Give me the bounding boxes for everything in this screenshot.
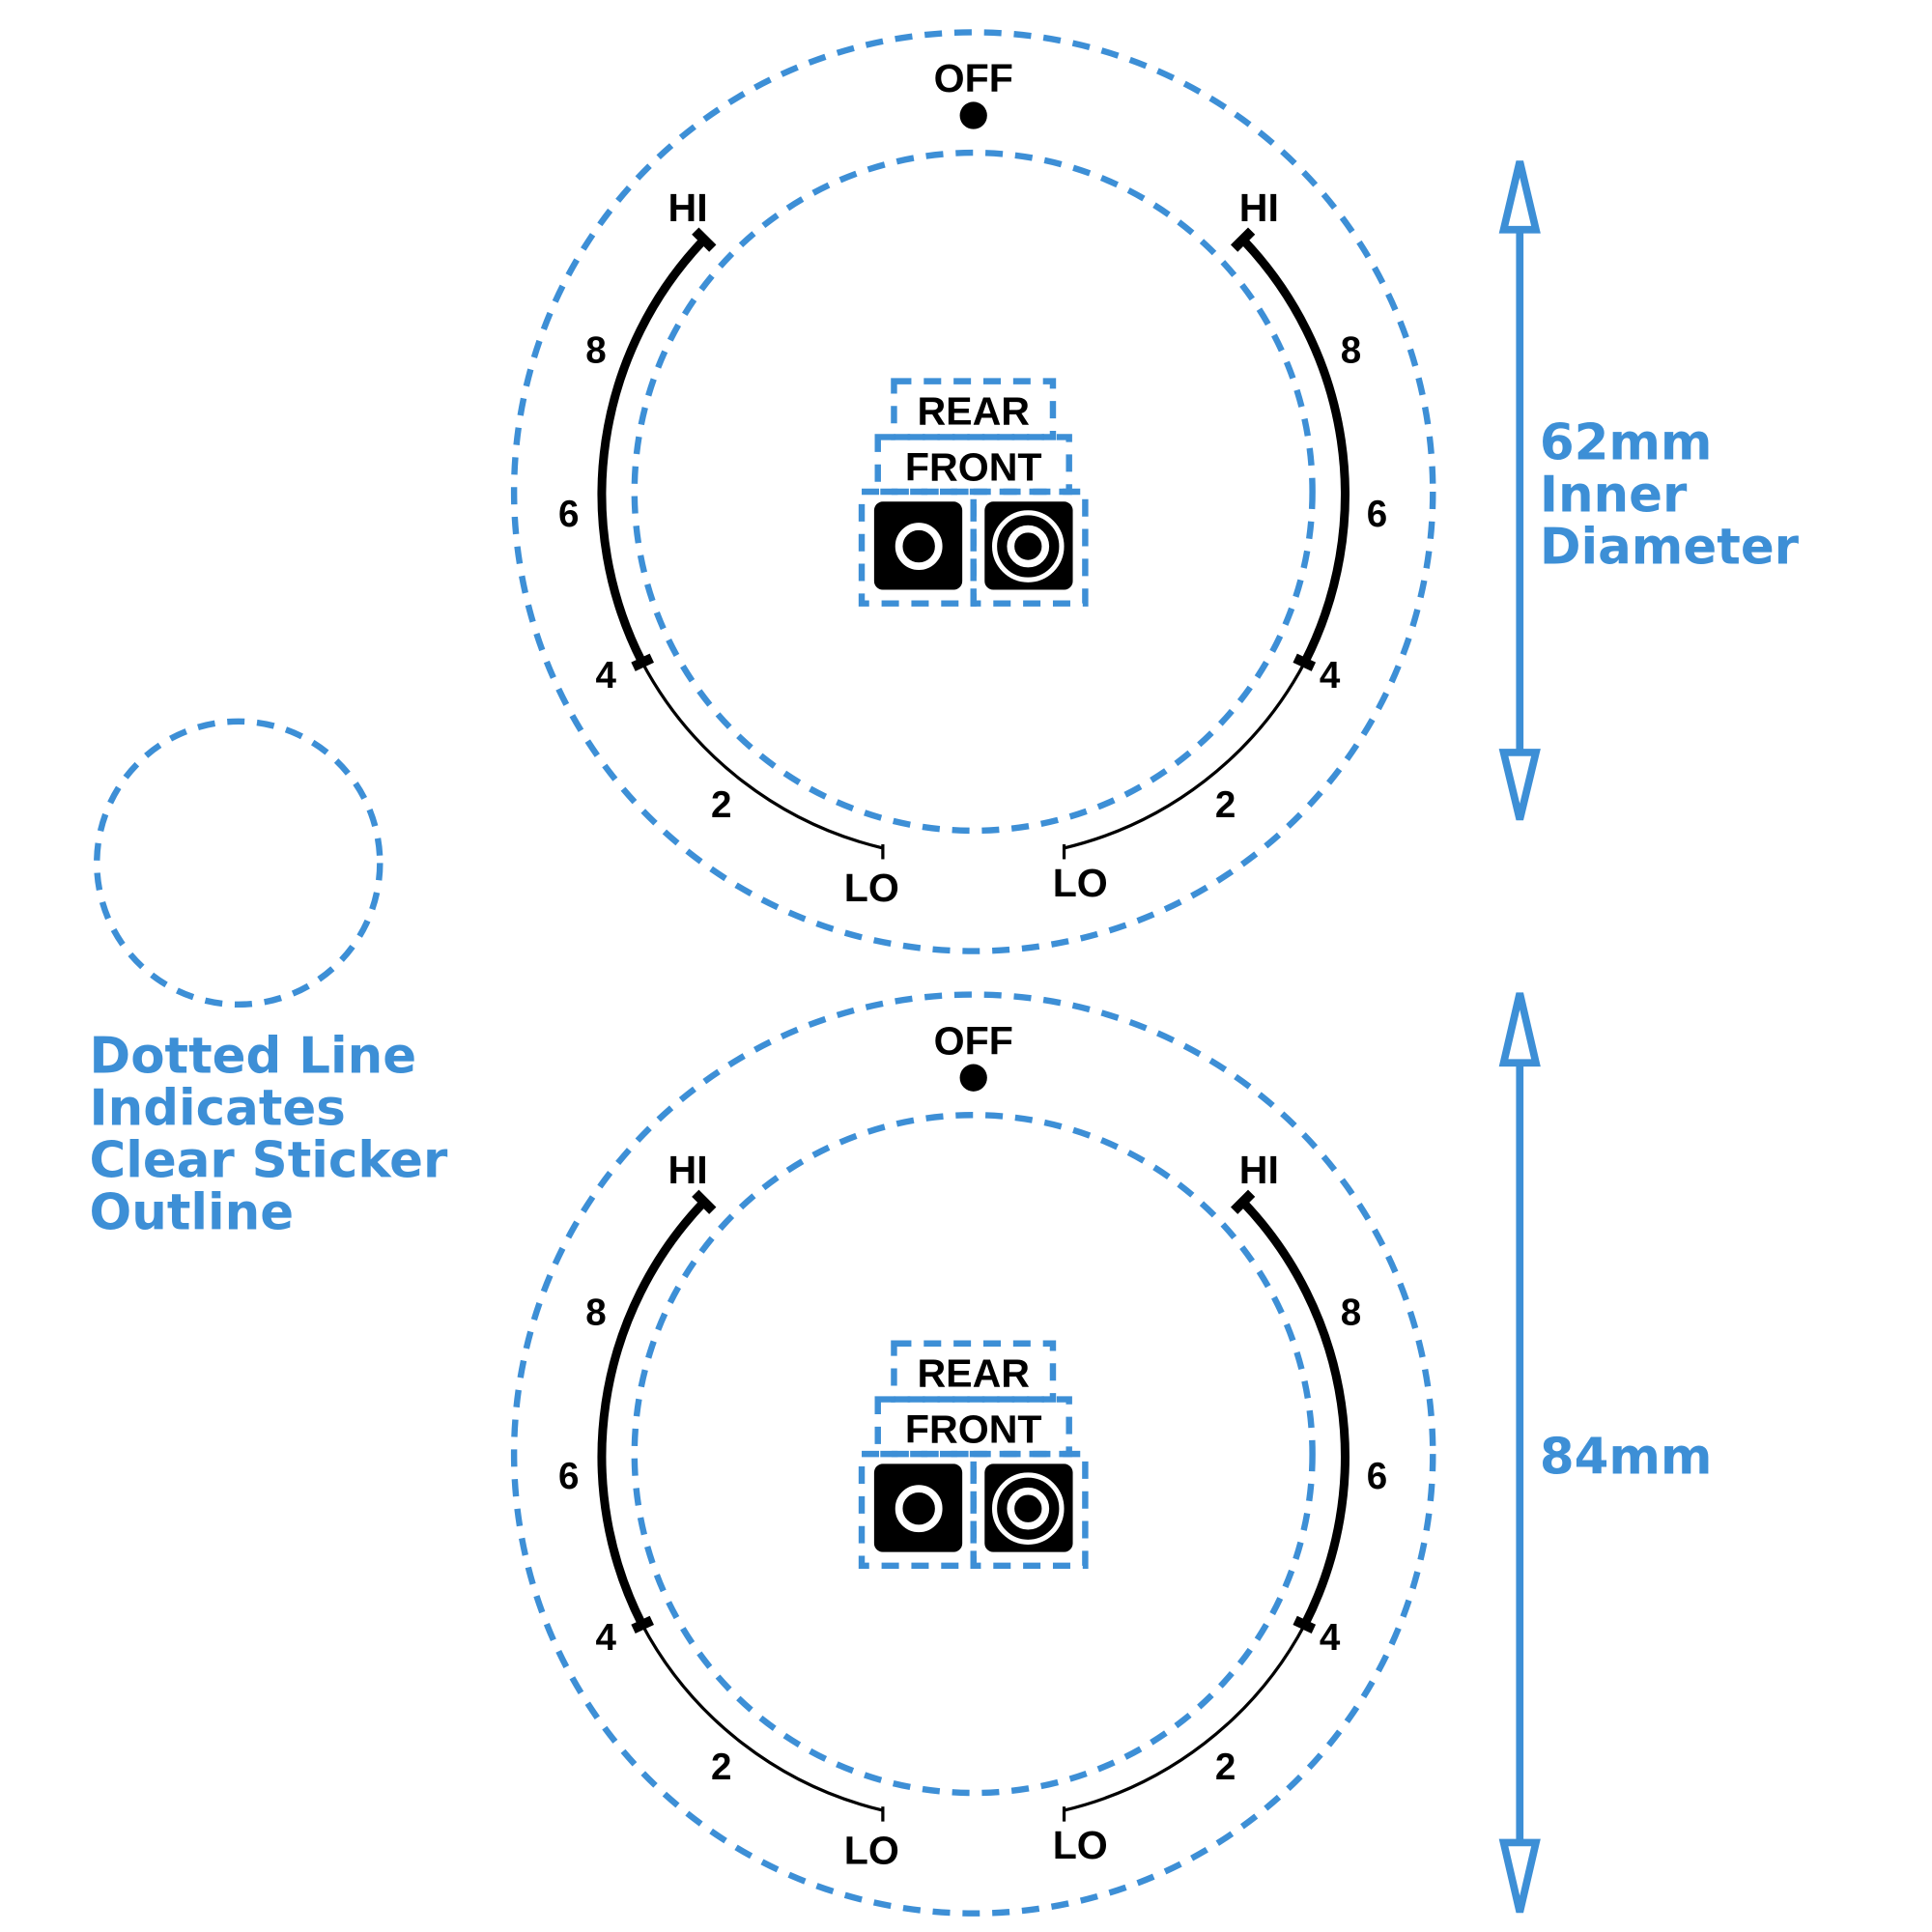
off-label: OFF <box>934 1018 1013 1063</box>
hi-label: HI <box>668 1148 708 1192</box>
dial-sticker: OFF HI 8 6 4 2LO HI 8 6 4 2LO REAR FRONT <box>510 991 1436 1917</box>
hi-label: HI <box>1239 185 1279 230</box>
dimension-label: 62mm <box>1540 414 1713 472</box>
rear-label: REAR <box>917 1351 1030 1396</box>
right-low-arc <box>1064 661 1307 850</box>
dual-burner-outline <box>970 488 1089 607</box>
level-4-label: 4 <box>596 655 617 696</box>
outer-sticker-outline <box>510 29 1436 954</box>
legend: Dotted Line Indicates Clear Sticker Outl… <box>90 718 449 1241</box>
level-2-label: 2 <box>711 784 731 826</box>
lo-label: LO <box>844 1828 899 1872</box>
right-low-arc <box>1064 1623 1307 1812</box>
hi-tick <box>1230 227 1256 252</box>
off-dot <box>959 101 987 129</box>
lo-label: LO <box>1053 1823 1108 1867</box>
level-6-label: 6 <box>1367 1456 1387 1497</box>
level-6-label: 6 <box>1367 494 1387 535</box>
off-dot <box>959 1064 987 1092</box>
arrow-up-icon <box>1498 992 1541 1067</box>
off-label: OFF <box>934 56 1013 100</box>
rear-label-outline <box>891 378 1057 440</box>
level-6-label: 6 <box>558 1456 579 1497</box>
level-4-label: 4 <box>1320 1617 1341 1659</box>
rear-label-outline <box>891 1340 1057 1403</box>
hi-tick <box>1230 1189 1256 1214</box>
single-burner-icon <box>873 501 963 590</box>
outer-sticker-outline <box>510 991 1436 1917</box>
arrow-down-icon <box>1498 1838 1541 1914</box>
left-low-arc <box>640 661 884 850</box>
front-label: FRONT <box>905 1407 1042 1452</box>
legend-line: Outline <box>90 1183 295 1241</box>
hi-label: HI <box>668 185 708 230</box>
level-4-label: 4 <box>596 1617 617 1659</box>
four-tick <box>1293 1615 1317 1634</box>
sticker-outline-sample <box>94 718 384 1009</box>
four-tick <box>1293 653 1317 671</box>
left-low-arc <box>640 1623 884 1812</box>
level-2-label: 2 <box>1215 1747 1236 1788</box>
level-4-label: 4 <box>1320 655 1341 696</box>
left-high-arc <box>597 236 708 665</box>
legend-line: Clear Sticker <box>90 1132 449 1190</box>
dual-burner-icon <box>984 1463 1073 1552</box>
rear-label: REAR <box>917 389 1030 434</box>
hi-tick <box>692 227 717 252</box>
legend-line: Indicates <box>90 1080 346 1138</box>
dial-sticker: OFF HI 8 6 4 2LO HI 8 6 4 2LO REAR FRONT <box>510 29 1436 954</box>
right-high-arc <box>1239 236 1350 665</box>
inner-sticker-outline <box>631 149 1316 835</box>
level-8-label: 8 <box>585 329 606 371</box>
outer-diameter-dimension <box>1498 992 1541 1914</box>
legend-line: Dotted Line <box>90 1028 417 1086</box>
level-8-label: 8 <box>1341 329 1361 371</box>
four-tick <box>631 653 654 671</box>
dimension-label: 84mm <box>1540 1429 1713 1487</box>
lo-label: LO <box>1053 861 1108 905</box>
inner-diameter-dimension <box>1498 160 1541 821</box>
level-8-label: 8 <box>1341 1292 1361 1333</box>
inner-sticker-outline <box>631 1112 1316 1797</box>
level-2-label: 2 <box>1215 784 1236 826</box>
lo-label: LO <box>844 866 899 910</box>
hi-tick <box>692 1189 717 1214</box>
left-high-arc <box>597 1199 708 1627</box>
level-8-label: 8 <box>585 1292 606 1333</box>
hi-label: HI <box>1239 1148 1279 1192</box>
level-6-label: 6 <box>558 494 579 535</box>
level-2-label: 2 <box>711 1747 731 1788</box>
dual-burner-outline <box>970 1450 1089 1570</box>
dimension-label: Inner <box>1540 467 1688 525</box>
single-burner-outline <box>858 1450 977 1570</box>
right-high-arc <box>1239 1199 1350 1627</box>
dual-burner-icon <box>984 501 1073 590</box>
four-tick <box>631 1615 654 1634</box>
dimension-label: Diameter <box>1540 519 1800 577</box>
single-burner-icon <box>873 1463 963 1552</box>
arrow-up-icon <box>1498 160 1541 234</box>
single-burner-outline <box>858 488 977 607</box>
front-label: FRONT <box>905 444 1042 489</box>
arrow-down-icon <box>1498 749 1541 821</box>
